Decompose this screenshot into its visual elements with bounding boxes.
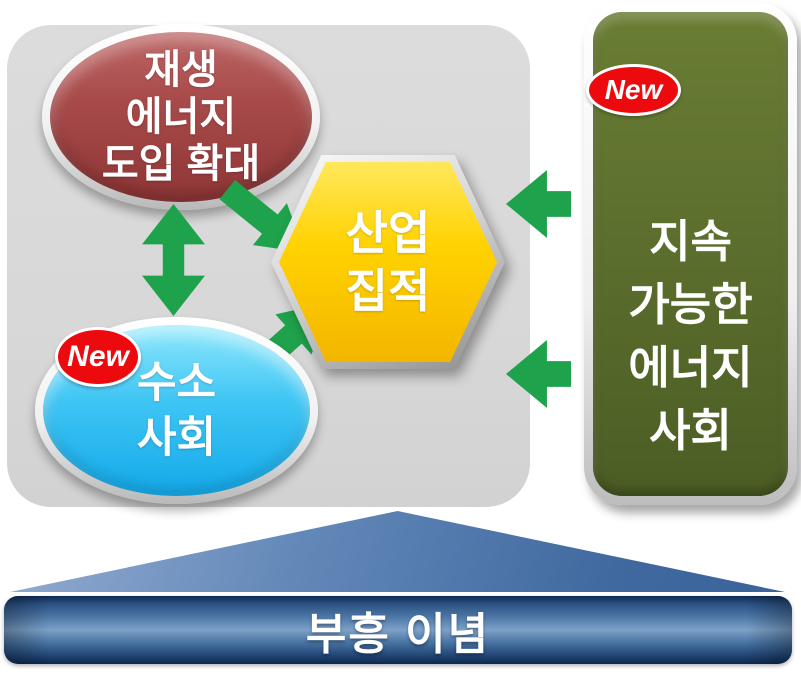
node-renewable-energy-label: 재생 에너지 도입 확대	[101, 47, 261, 186]
node-hydrogen-society-label: 수소 사회	[136, 358, 217, 462]
foundation-triangle	[10, 511, 785, 592]
node-industry-cluster: 산업 집적	[271, 155, 505, 369]
node-renewable-energy-fill: 재생 에너지 도입 확대	[50, 32, 312, 202]
new-badge-sustainable: New	[586, 64, 681, 116]
foundation-bar: 부흥 이념	[4, 596, 792, 664]
node-renewable-energy: 재생 에너지 도입 확대	[42, 24, 320, 210]
new-badge-hydrogen-label: New	[67, 340, 129, 373]
new-badge-hydrogen: New	[55, 327, 141, 387]
foundation-label: 부흥 이념	[305, 610, 491, 659]
node-sustainable-energy: 지속 가능한 에너지 사회	[584, 3, 797, 505]
node-industry-cluster-label: 산업 집적	[345, 207, 431, 317]
new-badge-sustainable-label: New	[604, 74, 663, 105]
node-industry-cluster-fill: 산업 집적	[279, 162, 497, 362]
node-sustainable-energy-label: 지속 가능한 에너지 사회	[628, 216, 753, 456]
